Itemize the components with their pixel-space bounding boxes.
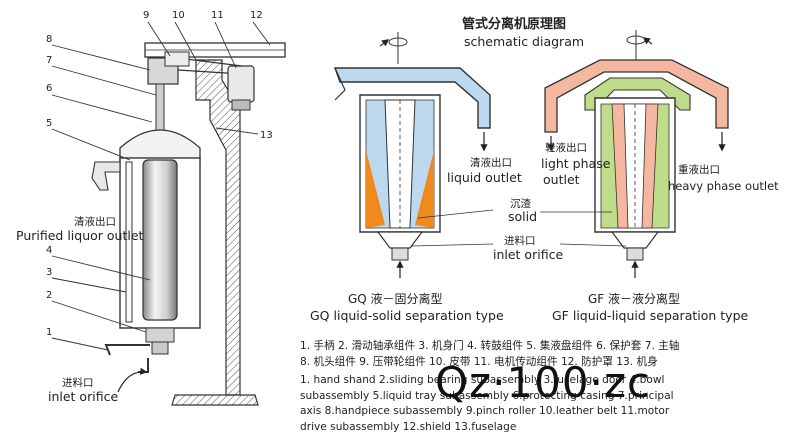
gf-light-label-zh: 轻液出口: [545, 141, 587, 154]
gq-inlet-label-zh: 进料口: [504, 234, 536, 247]
handpiece: [147, 57, 179, 85]
bowl: [142, 159, 178, 321]
fuselage-base: [171, 394, 259, 406]
callout-2: 2: [46, 290, 52, 301]
callout-1: 1: [46, 327, 52, 338]
legend-zh-line-1: 1. 手柄 2. 滑动轴承组件 3. 机身门 4. 转鼓组件 5. 集液盘组件 …: [300, 340, 680, 352]
callout-3: 3: [46, 267, 52, 278]
machine-drawing: [51, 21, 286, 406]
gf-light-label-en-1: light phase: [541, 156, 611, 171]
gq-inlet-label-en: inlet orifice: [493, 247, 563, 262]
motor: [227, 65, 255, 103]
legend-en-line-4: drive subassembly 12.shield 13.fuselage: [300, 420, 517, 433]
gf-light-label-en-2: outlet: [543, 172, 580, 187]
machine-inlet-label-en: inlet orifice: [48, 389, 118, 404]
callout-9: 9: [143, 10, 149, 21]
gq-diagram: [334, 32, 494, 278]
liquid-tray: [119, 129, 201, 161]
gf-caption-zh: GF 液－液分离型: [588, 291, 680, 306]
gq-caption-en: GQ liquid-solid separation type: [310, 308, 504, 323]
callout-12: 12: [250, 10, 263, 21]
gf-caption-en: GF liquid-liquid separation type: [552, 308, 749, 323]
gq-solid-label-zh: 沉渣: [510, 197, 531, 210]
gq-solid-label-en: solid: [508, 209, 537, 224]
callout-13: 13: [260, 130, 273, 141]
purified-outlet-label-zh: 清液出口: [74, 215, 116, 228]
gq-outlet-label-en: liquid outlet: [447, 170, 522, 185]
gf-heavy-label-en: heavy phase outlet: [668, 179, 779, 193]
gf-diagram: [540, 30, 729, 278]
callout-8: 8: [46, 34, 52, 45]
callout-11: 11: [211, 10, 224, 21]
callout-10: 10: [172, 10, 185, 21]
title-zh: 管式分离机原理图: [462, 16, 566, 32]
fuselage-door: [125, 161, 133, 323]
machine-inlet-label-zh: 进料口: [62, 376, 94, 389]
gq-outlet-label-zh: 清液出口: [470, 156, 512, 169]
purified-outlet-spout: [91, 161, 121, 191]
legend-zh: 1. 手柄 2. 滑动轴承组件 3. 机身门 4. 转鼓组件 5. 集液盘组件 …: [300, 338, 785, 370]
inlet-pipe: [138, 358, 149, 373]
sliding-bearing: [145, 327, 175, 343]
purified-outlet-label-en: Purified liquor outlet: [16, 228, 144, 243]
legend-en-line-2: subassembly 5.liquid tray subassembly 6.…: [300, 389, 674, 402]
hand-shank: [104, 344, 150, 356]
callout-7: 7: [46, 55, 52, 66]
legend-en-line-3: axis 8.handpiece subassembly 9.pinch rol…: [300, 405, 670, 417]
callout-5: 5: [46, 118, 52, 129]
gq-caption-zh: GQ 液－固分离型: [348, 291, 443, 306]
watermark: Qz·100·zc: [435, 358, 652, 407]
legend-en: 1. hand shand 2.sliding bearing subassem…: [300, 373, 785, 435]
legend-zh-line-2: 8. 机头组件 9. 压带轮组件 10. 皮带 11. 电机传动组件 12. 防…: [300, 356, 658, 368]
legend-en-line-1: 1. hand shand 2.sliding bearing subassem…: [300, 374, 665, 386]
gf-heavy-label-zh: 重液出口: [678, 163, 720, 176]
callout-4: 4: [46, 245, 52, 256]
title-en: schematic diagram: [464, 34, 584, 49]
callout-6: 6: [46, 83, 52, 94]
